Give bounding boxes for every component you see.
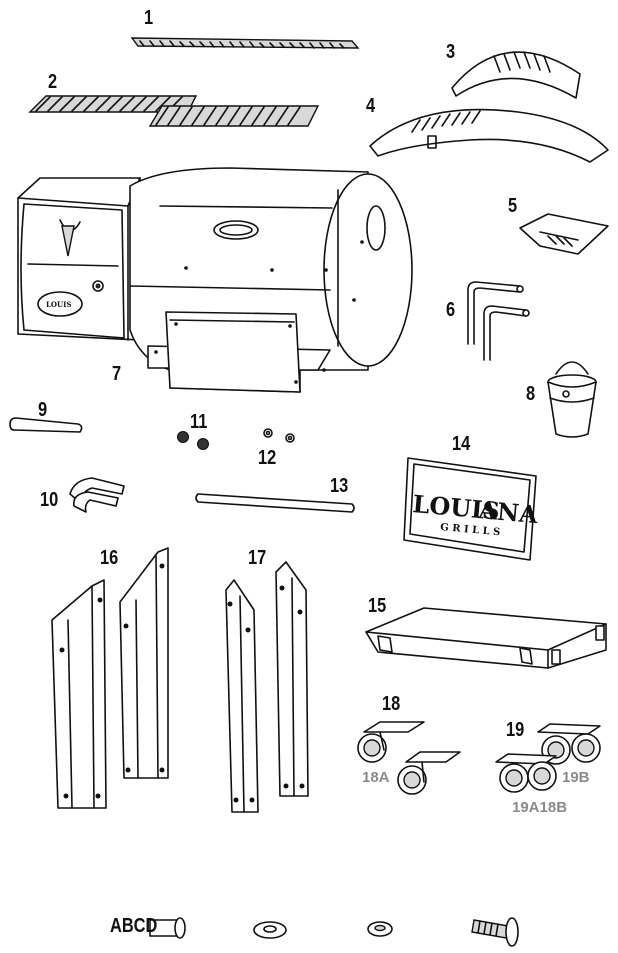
- hardware-washer-lock: [367, 921, 393, 937]
- rod-set: [467, 281, 530, 361]
- brand-plate-name-b: ANA: [476, 495, 539, 529]
- label-hardware: ABCD: [110, 915, 158, 937]
- label-part-19b: 19B: [562, 769, 590, 786]
- label-part-8: 8: [526, 383, 536, 405]
- long-rod: [195, 493, 355, 513]
- label-part-6: 6: [446, 299, 456, 321]
- knobs: [177, 431, 209, 450]
- frame-shelf: [365, 607, 607, 669]
- hook-clips: [69, 477, 125, 513]
- handle-bar: [9, 417, 83, 433]
- label-part-7: 7: [112, 363, 122, 385]
- label-part-19a18b: 19A18B: [512, 799, 568, 816]
- label-part-17: 17: [248, 547, 267, 569]
- legs-pair-17: [225, 561, 309, 813]
- svg-text:LOUIS: LOUIS: [46, 300, 71, 309]
- label-part-14: 14: [452, 433, 471, 455]
- label-part-15: 15: [368, 595, 387, 617]
- legs-pair-16: [51, 547, 169, 809]
- bracket: [519, 213, 609, 255]
- brand-plate-subtitle: G R I L L S: [440, 522, 501, 538]
- small-heat-shield: [451, 51, 581, 99]
- label-part-4: 4: [366, 95, 376, 117]
- casters-19: [495, 723, 601, 793]
- bucket: [547, 361, 597, 438]
- cooking-grate-right: [148, 105, 320, 127]
- label-part-13: 13: [330, 475, 349, 497]
- small-washers: [263, 428, 295, 443]
- label-part-19: 19: [506, 719, 525, 741]
- brand-plate: LOUIS ANA G R I L L S: [403, 457, 539, 561]
- label-part-11: 11: [190, 411, 208, 433]
- casters-18: [357, 721, 461, 795]
- label-part-10: 10: [40, 489, 59, 511]
- upper-grate: [130, 37, 360, 49]
- label-part-16: 16: [100, 547, 119, 569]
- label-part-5: 5: [508, 195, 518, 217]
- hardware-washer-flat: [253, 921, 287, 939]
- cooking-grate-left: [28, 95, 198, 113]
- label-part-1: 1: [144, 7, 154, 29]
- label-part-18: 18: [382, 693, 401, 715]
- label-part-3: 3: [446, 41, 456, 63]
- large-heat-shield: [369, 108, 609, 163]
- label-part-9: 9: [38, 399, 48, 421]
- hardware-bolt-a: [149, 917, 186, 939]
- grill-body: LOUIS: [17, 167, 413, 393]
- hardware-bolt-d: [471, 917, 519, 947]
- label-part-2: 2: [48, 71, 58, 93]
- label-part-12: 12: [258, 447, 277, 469]
- label-part-18a: 18A: [362, 769, 390, 786]
